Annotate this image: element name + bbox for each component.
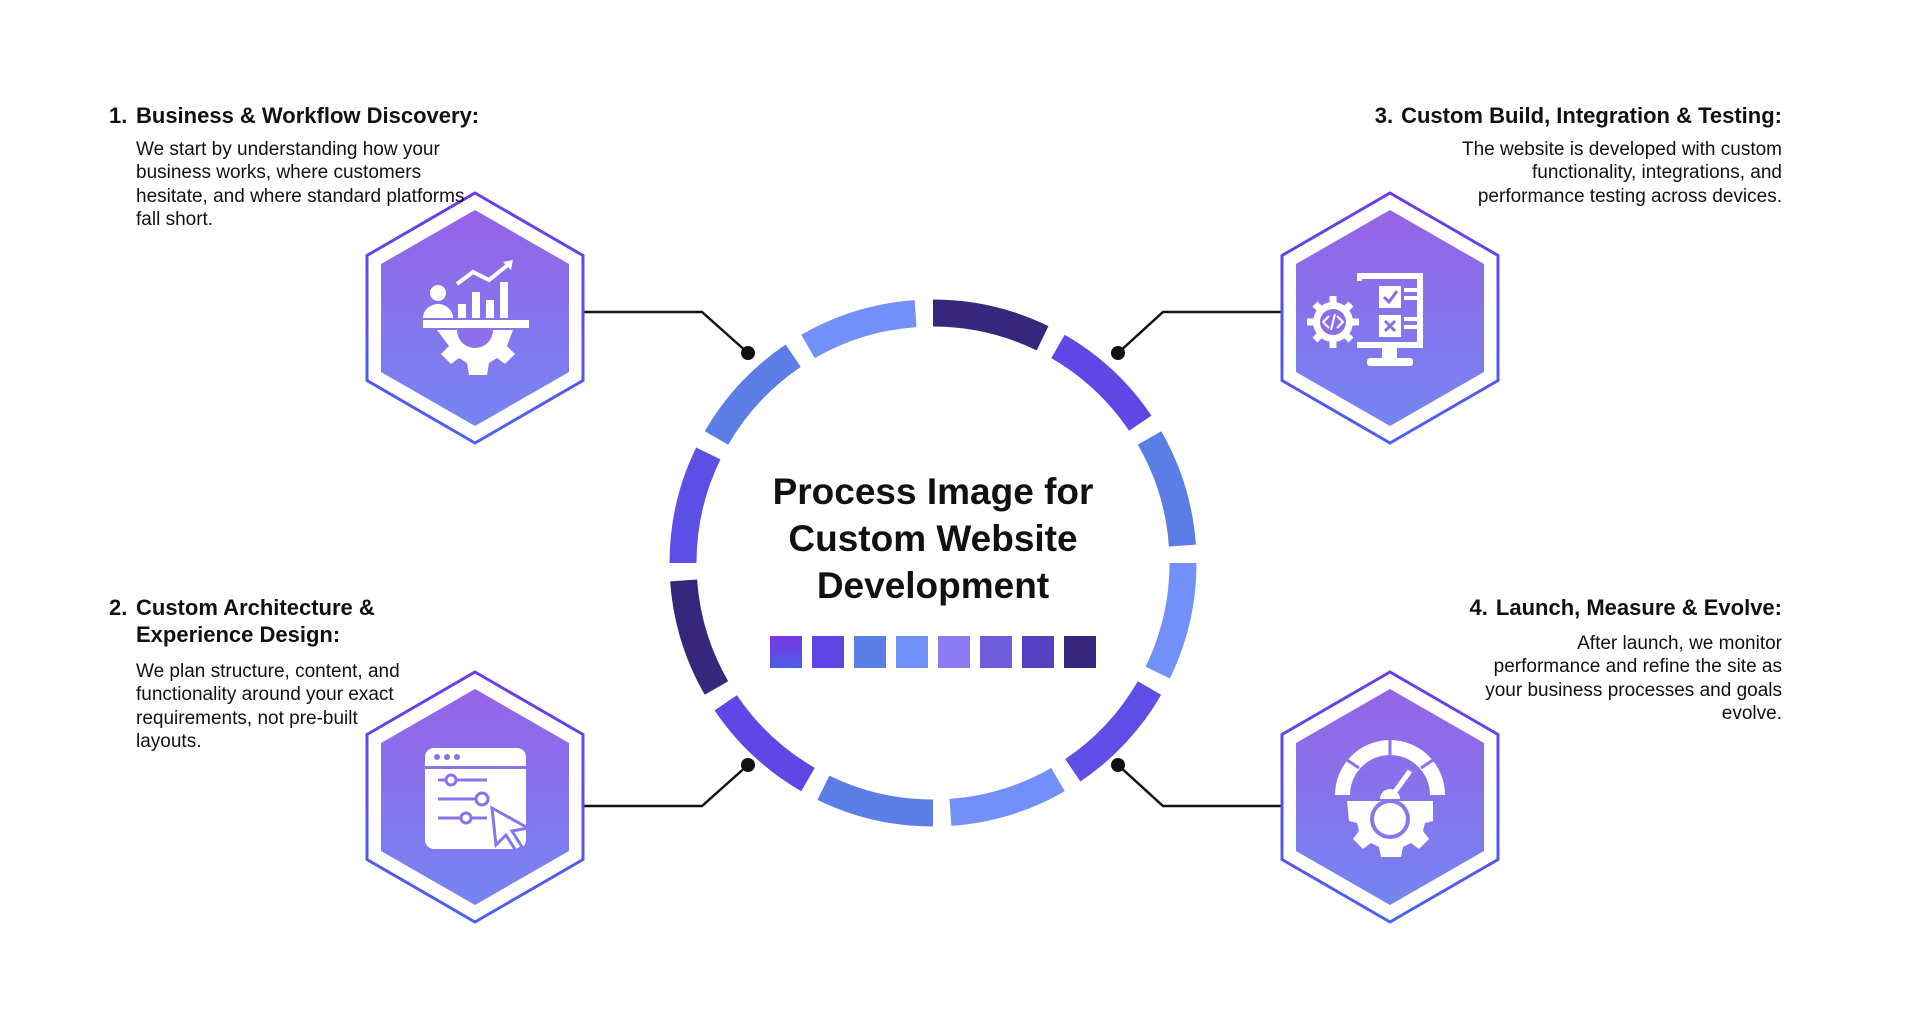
connector-dot [741,346,755,360]
step-4-heading: 4. Launch, Measure & Evolve: [1470,594,1782,621]
connectors [584,310,1281,808]
connector-step-3 [1117,310,1281,354]
title-line: Process Image for [772,471,1094,512]
connector-dot [1111,758,1125,772]
ring-segment [1065,681,1162,782]
color-swatch [1022,636,1054,668]
ring-segment [932,299,1049,351]
speedometer-gear-icon [1335,739,1445,857]
connector-dot [1111,346,1125,360]
color-swatch [896,636,928,668]
process-ring [669,299,1197,827]
step-2-description: We plan structure, content, and function… [136,661,400,753]
step-3-heading: 3. Custom Build, Integration & Testing: [1375,102,1782,129]
color-swatches [770,636,1096,668]
title-line: Development [816,565,1050,606]
step-title: Custom Architecture & Experience Design: [136,595,375,647]
color-swatch [938,636,970,668]
connector-step-2 [584,764,749,808]
ring-segment [1145,562,1197,679]
ring-segment [670,579,729,695]
step-2-heading: 2. Custom Architecture & Experience Desi… [109,594,449,648]
step-3-description: The website is developed with custom fun… [1462,139,1782,207]
ring-segment [1137,431,1196,547]
step-number: 1. [109,103,128,128]
connector-step-1 [584,310,749,354]
step-number: 4. [1469,595,1488,620]
step-1-heading: 1. Business & Workflow Discovery: [109,102,479,129]
color-swatch [770,636,802,668]
ring-segment [801,300,917,359]
step-title: Launch, Measure & Evolve: [1495,595,1782,620]
ring-segment [669,447,721,564]
ring-segment [714,695,815,792]
step-number: 3. [1374,103,1394,128]
business-growth-gear-icon [423,260,529,375]
diagram-title: Process Image for Custom Website Develop… [683,468,1183,609]
step-number: 2. [109,595,128,620]
title-line: Custom Website [788,518,1078,559]
ring-segment [817,775,934,827]
monitor-code-checklist-icon [1307,273,1423,366]
color-swatch [812,636,844,668]
step-1-description: We start by understanding how your busin… [136,139,465,231]
connector-step-4 [1117,764,1281,808]
color-swatch [1064,636,1096,668]
ring-segment [1051,334,1152,431]
color-swatch [854,636,886,668]
step-4-description: After launch, we monitor performance and… [1485,633,1782,725]
color-swatch [980,636,1012,668]
connector-dot [741,758,755,772]
browser-settings-cursor-icon [425,748,533,854]
step-title: Business & Workflow Discovery: [136,103,480,128]
ring-segment [704,344,801,445]
ring-segment [949,767,1065,826]
step-title: Custom Build, Integration & Testing: [1401,103,1782,128]
